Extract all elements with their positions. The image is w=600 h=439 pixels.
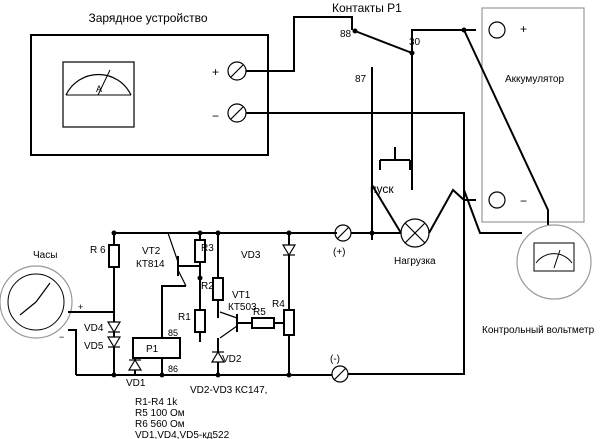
load-lamp: Нагрузка (394, 218, 436, 267)
vt1-label: VT1 (232, 290, 251, 301)
control-voltmeter: Контрольный вольтметр (482, 224, 595, 336)
parts-list: R1-R4 1k R5 100 Ом R6 560 Ом VD1,VD4,VD5… (135, 397, 230, 439)
charger-ammeter: A (62, 61, 135, 128)
parts-list-line-1: R1-R4 1k (135, 397, 178, 408)
clock-title: Часы (33, 250, 57, 261)
wire-charger-minus-to-battery (246, 112, 476, 201)
vd1-label: VD1 (126, 378, 146, 389)
wire-charger-plus-to-88 (246, 16, 353, 72)
zener-spec: VD2-VD3 КС147, (190, 385, 267, 396)
p86-label: 86 (168, 364, 178, 374)
r3-label: R3 (201, 243, 214, 254)
clock-plus: + (78, 302, 83, 312)
vd5-label: VD5 (84, 341, 104, 352)
charger-plus-sign: + (212, 65, 219, 79)
resistor-r3: R3 (194, 233, 214, 278)
resistor-r5: R5 (237, 307, 284, 329)
kt503-label: КТ503 (228, 302, 257, 313)
diode-vd1: VD1 (126, 358, 146, 389)
relay-p1: Р1 85 86 (132, 328, 181, 374)
parts-list-line-4: VD1,VD4,VD5-кд522 (135, 430, 230, 439)
wire-30-to-battery (411, 29, 476, 53)
minus-terminal: (-) (330, 354, 349, 383)
contact-30: 30 (409, 37, 421, 48)
vd4-label: VD4 (84, 323, 104, 334)
battery-title: Аккумулятор (505, 74, 564, 85)
r5-label: R5 (253, 307, 266, 318)
resistor-r1: R1 (178, 278, 206, 342)
contact-87: 87 (355, 74, 367, 85)
r4-label: R4 (272, 299, 285, 310)
resistor-r6: R 6 (90, 233, 120, 322)
transistor-vt1: VT1 КТ503 (219, 290, 257, 339)
plus-terminal: (+) (333, 224, 352, 258)
battery-plus-terminal: + (488, 21, 527, 39)
battery-minus-sign: − (520, 194, 527, 208)
charger-box: Зарядное устройство A + − (30, 11, 269, 156)
contact-88: 88 (340, 29, 352, 40)
r1-label: R1 (178, 312, 191, 323)
relay-contacts: Контакты Р1 88 30 87 (332, 1, 421, 240)
vd2-label: VD2 (222, 354, 242, 365)
charger-minus-sign: − (212, 109, 219, 123)
p85-label: 85 (168, 328, 178, 338)
start-button: пуск (370, 147, 411, 196)
plus-terminal-label: (+) (333, 247, 346, 258)
ammeter-letter: A (96, 84, 102, 94)
parts-list-line-2: R5 100 Ом (135, 408, 185, 419)
contacts-title: Контакты Р1 (332, 1, 402, 15)
parts-list-line-3: R6 560 Ом (135, 419, 185, 430)
p1-label: Р1 (146, 344, 159, 355)
resistor-r4: R4 (272, 233, 297, 375)
kt814-label: КТ814 (136, 259, 165, 270)
charger-title: Зарядное устройство (88, 11, 207, 25)
diode-vd2: VD2 (210, 338, 242, 375)
vd3-label: VD3 (241, 250, 261, 261)
transistor-vt2: VT2 КТ814 (136, 232, 200, 287)
clock: Часы + − (0, 250, 83, 342)
r2-label: R2 (201, 281, 214, 292)
r6-label: R 6 (90, 245, 106, 256)
voltmeter-title: Контрольный вольтметр (482, 325, 595, 336)
load-title: Нагрузка (394, 256, 436, 267)
vt2-label: VT2 (142, 246, 161, 257)
battery-box: Аккумулятор + − (481, 7, 585, 223)
clock-minus: − (59, 332, 64, 342)
battery-plus-sign: + (520, 22, 527, 36)
battery-minus-terminal: − (488, 191, 527, 209)
minus-terminal-label: (-) (330, 354, 340, 365)
